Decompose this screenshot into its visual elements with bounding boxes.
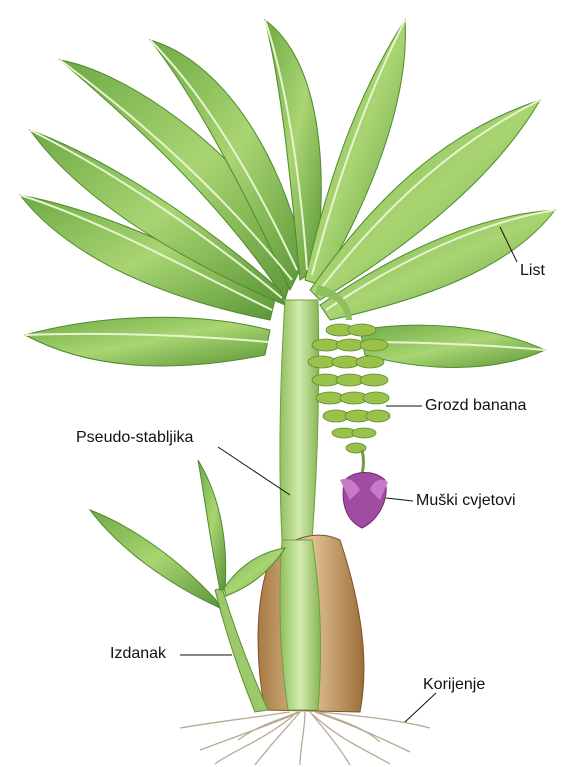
leader-muski <box>386 498 413 501</box>
label-muski-cvjetovi: Muški cvjetovi <box>416 492 516 510</box>
label-grozd-banana: Grozd banana <box>425 397 526 415</box>
label-korijenje: Korijenje <box>423 676 485 694</box>
leader-pseudo <box>218 447 290 495</box>
sucker-shoot <box>90 460 285 712</box>
male-flower <box>340 473 388 529</box>
leaf <box>25 317 270 366</box>
label-pseudo-stabljika: Pseudo-stabljika <box>76 429 193 447</box>
roots <box>180 712 430 765</box>
label-list: List <box>520 262 545 280</box>
pseudo-stem-base <box>280 540 320 710</box>
banana-bunch <box>308 324 390 453</box>
flower-stalk <box>362 450 364 474</box>
leader-korijenje <box>405 693 436 722</box>
label-izdanak: Izdanak <box>110 645 166 663</box>
pseudo-stem <box>280 300 319 540</box>
